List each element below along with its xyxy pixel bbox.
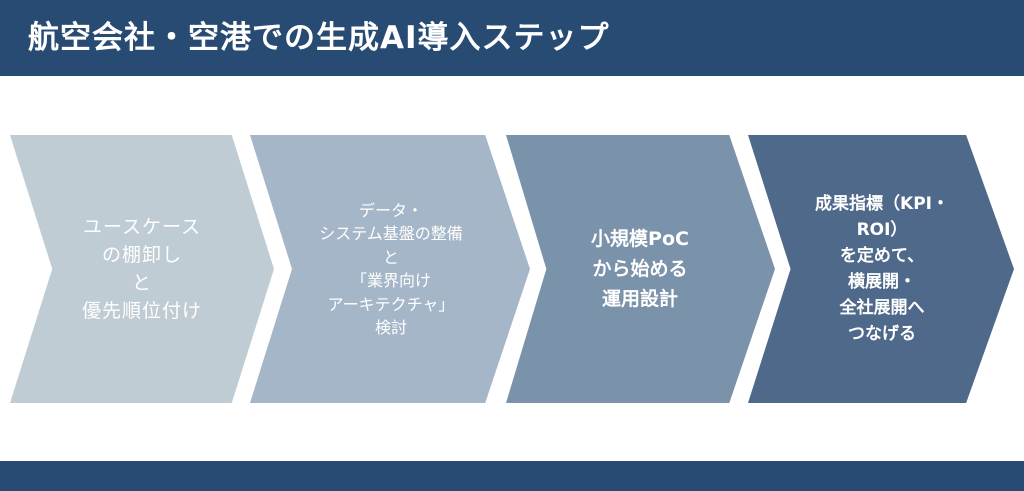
step-2-text: データ・ システム基盤の整備 と 「業界向け アーキテクチャ」 検討 [296, 135, 486, 403]
footer-bar [0, 461, 1024, 491]
page-title: 航空会社・空港での生成AI導入ステップ [28, 20, 610, 56]
step-2-line: 「業界向け [350, 271, 431, 290]
step-3-text: 小規模PoC から始める 運用設計 [550, 135, 730, 403]
step-1-text: ユースケース の棚卸し と 優先順位付け [54, 135, 230, 403]
step-3-chevron: 小規模PoC から始める 運用設計 [506, 135, 775, 403]
step-3-line: から始める [592, 258, 688, 280]
step-4-chevron: 成果指標（KPI・ ROI） を定めて、 横展開・ 全社展開へ つなげる [748, 135, 1014, 403]
step-3-line: 運用設計 [601, 288, 678, 310]
step-2-line: と [382, 247, 399, 267]
step-4-line: 全社展開へ [839, 298, 925, 318]
step-2-line: 検討 [374, 318, 407, 337]
step-2-line: システム基盤の整備 [319, 224, 463, 243]
step-1-line: ユースケース [82, 216, 202, 238]
step-4-line: 横展開・ [848, 272, 916, 292]
step-1-line: の棚卸し [101, 244, 182, 266]
step-4-line: を定めて、 [839, 246, 925, 266]
step-4-line: ROI） [856, 220, 908, 240]
step-1-chevron: ユースケース の棚卸し と 優先順位付け [10, 135, 274, 403]
step-4-text: 成果指標（KPI・ ROI） を定めて、 横展開・ 全社展開へ つなげる [792, 135, 972, 403]
step-4-line: 成果指標（KPI・ [815, 194, 949, 214]
step-1-line: 優先順位付け [81, 300, 202, 322]
header-bar: 航空会社・空港での生成AI導入ステップ [0, 0, 1024, 76]
step-3-line: 小規模PoC [591, 228, 689, 250]
step-4-line: つなげる [848, 324, 916, 344]
step-2-line: データ・ [358, 200, 423, 220]
step-2-line: アーキテクチャ」 [327, 294, 455, 314]
step-1-line: と [131, 272, 152, 294]
step-2-chevron: データ・ システム基盤の整備 と 「業界向け アーキテクチャ」 検討 [250, 135, 530, 403]
